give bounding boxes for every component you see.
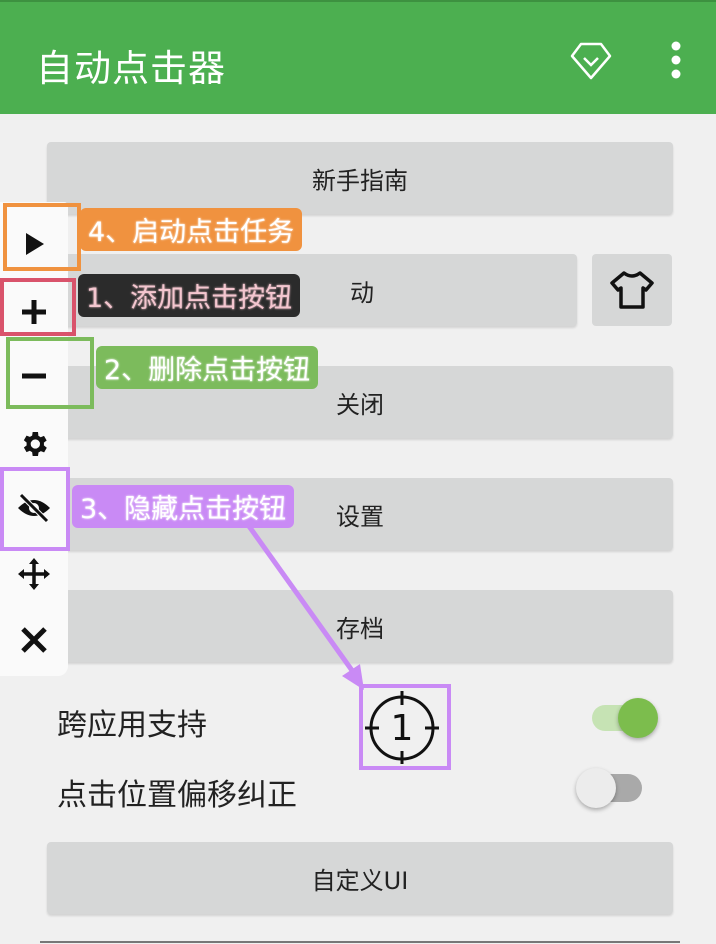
click-point-number: 1 (390, 708, 414, 749)
theme-button[interactable] (592, 254, 672, 326)
crosshair-icon (365, 691, 439, 765)
close-icon[interactable] (12, 618, 56, 662)
tshirt-icon (610, 271, 654, 309)
minus-icon[interactable] (12, 354, 56, 398)
plus-icon[interactable] (12, 290, 56, 334)
highlight-plus (0, 278, 76, 336)
gear-icon[interactable] (12, 422, 56, 466)
click-point[interactable]: 1 (362, 688, 440, 765)
annotation-start: 4、启动点击任务 (80, 208, 303, 251)
highlight-eye-off (0, 467, 70, 551)
divider (40, 941, 680, 943)
annotation-hide: 3、隐藏点击按钮 (72, 485, 295, 528)
app-bar: 自动点击器 (0, 0, 716, 114)
annotation-delete: 2、删除点击按钮 (96, 346, 319, 389)
move-icon[interactable] (12, 552, 56, 596)
highlight-minus (6, 337, 94, 409)
more-vert-icon[interactable] (664, 40, 688, 80)
highlight-target (359, 684, 451, 770)
diamond-icon[interactable] (570, 40, 612, 82)
annotation-add: 1、添加点击按钮 (78, 274, 301, 317)
offset-correction-toggle[interactable] (576, 768, 646, 810)
cross-app-label: 跨应用支持 (57, 708, 207, 743)
eye-off-icon[interactable] (12, 486, 56, 530)
cross-app-toggle[interactable] (592, 696, 662, 738)
offset-correction-label: 点击位置偏移纠正 (57, 778, 297, 813)
highlight-play (3, 203, 81, 271)
play-icon[interactable] (12, 222, 56, 266)
app-title: 自动点击器 (36, 47, 226, 90)
